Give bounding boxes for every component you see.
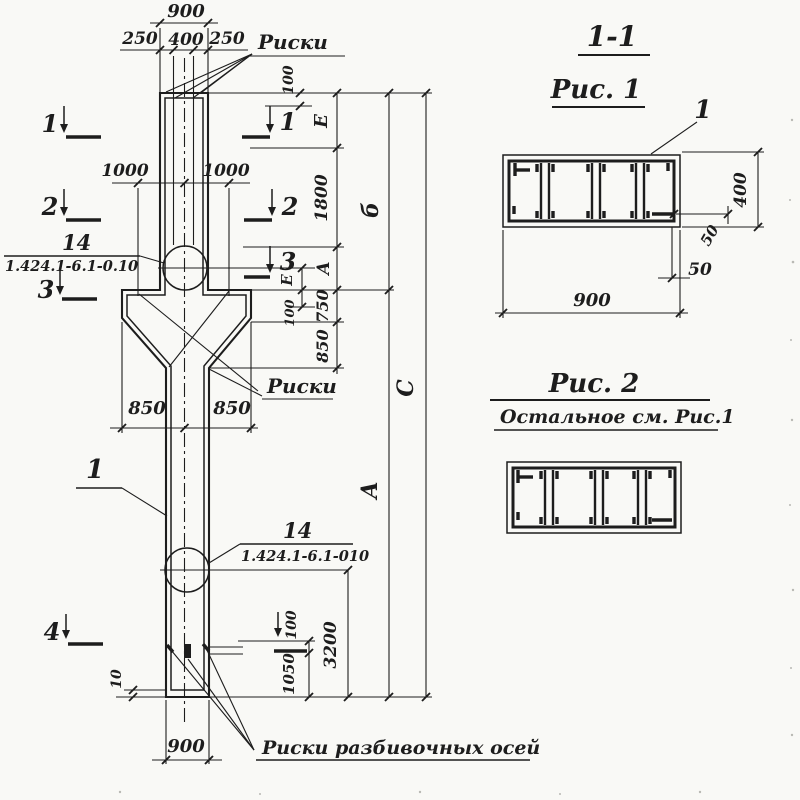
dim-label-850-left: 850 (127, 398, 166, 419)
dim-label-250-right: 250 (208, 29, 245, 49)
dim-label-100-small: 100 (283, 299, 298, 326)
riski-top-label: Риски (257, 30, 328, 54)
dim-label-E-small: Е (278, 274, 296, 287)
section-2-label-right: 2 (281, 192, 299, 221)
dim-top-overall-900: 900 (150, 1, 218, 93)
section-mark-3-left: 3 (38, 270, 97, 304)
dim-label-400: 400 (168, 30, 204, 50)
riski-top-callout: Риски (165, 30, 345, 99)
fig2-section (506, 461, 682, 534)
dim-label-A-small: А (314, 261, 334, 277)
section-title: 1-1 (587, 20, 638, 53)
series-top: 1.424.1-6.1-0.10 (5, 258, 138, 275)
dim-label-100-bottom: 100 (284, 610, 300, 639)
dim-label-A-big: А (357, 481, 383, 501)
bottom-risk-marks (165, 642, 243, 658)
dim-chain-right-inner: Е 1800 А 750 850 (208, 88, 432, 374)
pos14-top: 14 (62, 230, 91, 255)
section-1-label-left: 1 (42, 109, 59, 138)
dim-label-C: С (393, 379, 419, 397)
dim-label-100-top: 100 (281, 65, 297, 94)
dim-3200: 3200 (321, 565, 353, 702)
dim-10-baseline: 10 (109, 669, 432, 702)
fig1-dim-400: 400 (682, 147, 764, 232)
fig1-title: Рис. 1 (550, 75, 641, 105)
dim-label-E: Е (311, 114, 332, 129)
elevation-view: 900 250 400 250 Риски 100 (4, 1, 540, 765)
bottom-note-callout: Риски разбивочных осей (170, 647, 540, 761)
section-views: 1-1 Рис. 1 1 (490, 20, 764, 534)
fig1-dim-900: 900 (495, 230, 688, 318)
dim-label-400-fig1: 400 (731, 172, 751, 208)
dim-label-3200: 3200 (321, 621, 341, 668)
fig2-stirrups (543, 470, 648, 525)
fig2-rebar-hooks (516, 470, 672, 524)
dim-label-250-left: 250 (121, 29, 158, 49)
fig1-section (502, 154, 681, 228)
section-mark-4-left: 4 (44, 614, 103, 646)
fig1-pos-callout: 1 (650, 95, 712, 155)
dim-bottom-900: 900 (152, 700, 222, 765)
dim-label-1050: 1050 (280, 653, 298, 695)
lifting-hole-top (158, 245, 315, 291)
fig2-title: Рис. 2 (548, 369, 639, 399)
section-2-label-left: 2 (41, 192, 59, 221)
dim-label-1000-right: 1000 (202, 161, 249, 181)
fig2-title-block: Рис. 2 Остальное см. Рис.1 (490, 369, 735, 431)
section-title-block: 1-1 Рис. 1 (550, 20, 650, 109)
dim-1000-1000: 1000 1000 (101, 161, 250, 296)
dim-line-C: С (393, 88, 431, 702)
fig2-note: Остальное см. Рис.1 (500, 406, 735, 428)
dim-label-900-bottom: 900 (167, 736, 205, 757)
pos14-bottom: 14 (283, 518, 312, 543)
dim-label-850-right: 850 (212, 398, 251, 419)
dim-line-B-A: б А (357, 88, 394, 702)
fig1-stirrups (539, 163, 646, 219)
dim-label-50h: 50 (697, 221, 723, 249)
dim-console-small: Е 100 (278, 263, 315, 327)
scan-artifacts (118, 118, 795, 795)
column-outline (120, 91, 253, 699)
dim-label-900-fig1: 900 (573, 290, 611, 311)
dim-top-250-400-250: 250 400 250 (120, 29, 248, 55)
section-mark-1-left: 1 (42, 106, 101, 139)
lifting-hole-bottom (160, 547, 348, 593)
hole-top-callout: 14 1.424.1-6.1-0.10 (4, 230, 165, 275)
dim-bottom-100-1050: 100 1050 (238, 610, 315, 702)
riski-middle-label: Риски (266, 374, 337, 398)
dim-label-1000-left: 1000 (101, 161, 148, 181)
dim-top-offset-100: 100 (265, 65, 312, 111)
section-mark-3-right: 3 (244, 246, 297, 279)
section-mark-2-left: 2 (41, 189, 101, 222)
dim-label-10: 10 (109, 669, 125, 689)
fig1-pos-label: 1 (694, 95, 711, 124)
fig1-dim-50v: 50 (658, 227, 712, 283)
section-3-label-right: 3 (280, 247, 297, 276)
section-mark-1-right: 1 (242, 106, 297, 139)
series-bottom: 1.424.1-6.1-010 (241, 548, 369, 565)
riski-middle-callout: Риски (138, 290, 337, 400)
shaft-pos1-callout: 1 (76, 455, 168, 517)
fig1-rebar-hooks (512, 163, 674, 218)
dim-label-900-top: 900 (167, 1, 205, 22)
dim-label-B: б (358, 202, 384, 218)
dim-label-1800: 1800 (312, 174, 332, 221)
dim-console-850: 850 850 (110, 322, 258, 433)
bottom-note-label: Риски разбивочных осей (261, 737, 540, 759)
hole-bottom-callout: 14 1.424.1-6.1-010 (208, 518, 369, 565)
section-mark-4-right (274, 612, 307, 653)
dim-label-50v: 50 (688, 260, 712, 280)
shaft-pos1-label: 1 (86, 455, 104, 485)
dim-label-750: 750 (313, 289, 332, 322)
section-4-label-left: 4 (44, 617, 61, 646)
section-1-label-right: 1 (280, 107, 297, 136)
dim-label-850-chain: 850 (313, 329, 332, 363)
section-3-label-left: 3 (38, 275, 55, 304)
section-mark-2-right: 2 (244, 189, 299, 222)
